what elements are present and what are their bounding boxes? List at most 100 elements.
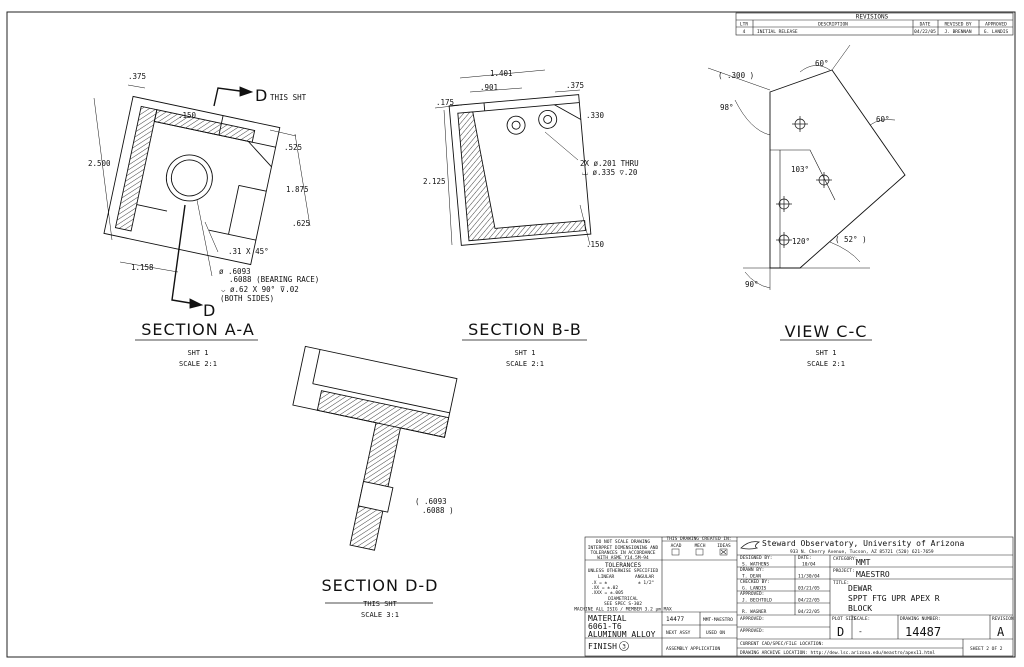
rev-header-ltr: LTR [740, 22, 748, 28]
tb-tol-x: .X = ± [591, 580, 608, 586]
section-d-scale: SCALE 3:1 [361, 611, 399, 619]
tb-rev: A [997, 625, 1005, 639]
tb-tol-note: UNLESS OTHERWISE SPECIFIED [588, 568, 659, 574]
dim-b-3: .175 [436, 98, 454, 107]
tb-org-1: Steward Observatory, University of Arizo… [762, 539, 964, 548]
section-a-scale: SCALE 2:1 [179, 360, 217, 368]
dim-b-6: .150 [586, 240, 605, 249]
tb-linear: LINEAR [598, 574, 615, 580]
dim-c-5: 120° [792, 237, 810, 246]
rev-row-approved: G. LANDIS [984, 29, 1009, 35]
tb-tol-ang: ± 1/2° [638, 580, 655, 586]
dim-c-6: ( 52° ) [835, 235, 867, 244]
dim-b-1: .901 [480, 83, 498, 92]
tb-machine-note: MACHINE ALL ISIG / MEMBER 3.2 µm MAX [574, 607, 672, 613]
sheet-border [6, 11, 1016, 658]
tb-cad-acad-checkbox [671, 548, 680, 556]
tb-do-not-scale: DO NOT SCALE DRAWING [596, 539, 650, 545]
tb-category-label: CATEGORY: [833, 556, 857, 562]
tb-used-on: USED ON [706, 630, 725, 636]
section-b-hatch [457, 111, 587, 242]
tb-drawn-by-label: DRAWN BY: [740, 567, 764, 573]
tb-scale-val: - [858, 627, 863, 636]
tb-next-assy: NEXT ASSY [666, 630, 691, 636]
tb-approved-4-label: APPROVED: [740, 628, 764, 634]
tb-cad-mech: MECH [695, 543, 706, 549]
dim-c-3: 60° [876, 115, 890, 124]
tb-drawn-date: 11/30/04 [798, 574, 820, 580]
dim-c-2: 98° [720, 103, 734, 112]
dim-d-1: .6088 ) [422, 506, 454, 515]
tb-title-2: SPPT FTG UPR APEX R [848, 594, 940, 603]
section-b-sht: SHT 1 [514, 349, 535, 357]
tb-plot-size: D [837, 625, 844, 639]
tb-created-in: THIS DRAWING CREATED IN: [666, 536, 731, 542]
tb-cad-acad: ACAD [671, 543, 682, 549]
dim-a-7: 1.158 [131, 263, 154, 272]
section-b-hole-2 [538, 109, 558, 129]
section-a-outline [103, 95, 281, 266]
note-a-2: ⌵ ø.62 X 90° ⊽.02 [221, 285, 299, 294]
tb-material-2: ALUMINUM ALLOY [588, 630, 656, 639]
tb-part-num: 14477 [666, 616, 684, 623]
title-block [584, 536, 1014, 657]
view-c-c [707, 44, 906, 341]
section-a-cut-note: THIS SHT [270, 93, 307, 102]
tb-approved-1-date: 04/22/05 [798, 598, 820, 604]
tb-approved-2-date: 04/22/05 [798, 609, 820, 615]
tb-project: MAESTRO [856, 570, 890, 579]
tb-interpret-3: WITH ASME Y14.5M-94 [597, 555, 649, 561]
tb-plot-size-label: PLOT SIZE [832, 616, 857, 622]
tb-finish-symbol [619, 641, 629, 651]
dim-d-0: ( .6093 [415, 497, 447, 506]
steward-logo-icon [740, 541, 761, 550]
dim-b-2: .375 [566, 81, 584, 90]
section-a-sht: SHT 1 [187, 349, 208, 357]
tb-interpret-2: TOLERANCES IN ACCORDANCE [590, 550, 655, 556]
tb-tol-xxx: .XXX = ±.005 [591, 590, 624, 596]
dim-b-4: .330 [586, 111, 605, 120]
dim-c-7: 90° [745, 280, 759, 289]
note-b-1: ⌴ ø.335 ⊽.20 [582, 168, 638, 177]
tb-checked-date: 03/21/05 [798, 586, 820, 592]
section-d-d [292, 345, 458, 604]
note-a-0: ø .6093 [219, 267, 251, 276]
section-a-hatch-top [153, 109, 256, 143]
tb-cad-ideas-check-icon [720, 549, 727, 555]
rev-row-ltr: 4 [743, 29, 746, 35]
rev-header-date: DATE [920, 22, 931, 28]
note-a-3: (BOTH SIDES) [220, 294, 274, 303]
tb-scale-label: SCALE: [854, 616, 870, 622]
tb-tolerances: TOLERANCES [605, 562, 642, 569]
section-d-hatch [316, 390, 450, 551]
tb-drawn-by: T. DEAN [742, 574, 761, 580]
view-c-sht: SHT 1 [815, 349, 836, 357]
tb-diametrical: DIAMETRICAL [608, 596, 638, 602]
dim-c-4: 103° [791, 165, 809, 174]
view-c-scale: SCALE 2:1 [807, 360, 845, 368]
section-a-bore [165, 154, 213, 202]
section-d-title: SECTION D-D [322, 576, 439, 595]
tb-dwg-num: 14487 [905, 625, 941, 639]
tb-material-label: MATERIAL [588, 614, 627, 623]
dim-c-0: 60° [815, 59, 829, 68]
dim-c-1: ( .300 ) [718, 71, 754, 80]
tb-tol-xx: .XX = ±.02 [591, 585, 618, 591]
section-a-hatch-left [114, 105, 158, 232]
tb-approved-3-label: APPROVED: [740, 616, 764, 622]
tb-sheet: SHEET 2 OF 2 [970, 646, 1003, 652]
tb-title-label: TITLE: [833, 580, 849, 586]
revisions-title: REVISIONS [856, 14, 889, 21]
dim-a-3: 2.500 [88, 159, 111, 168]
rev-header-approved: APPROVED [985, 22, 1007, 28]
revisions-block [735, 12, 1014, 36]
dim-a-2: .525 [284, 143, 302, 152]
section-b-hole-1 [506, 115, 526, 135]
tb-diam-note: SEE SPEC S-302 [604, 601, 642, 607]
tb-org-2: 933 N. Cherry Avenue, Tucson, AZ 85721 (… [790, 549, 934, 555]
tb-approved-1: J. BECHTOLD [742, 598, 772, 604]
dim-a-5: .625 [292, 219, 310, 228]
tb-angular: ANGULAR [635, 574, 654, 580]
section-b-title: SECTION B-B [468, 320, 582, 339]
